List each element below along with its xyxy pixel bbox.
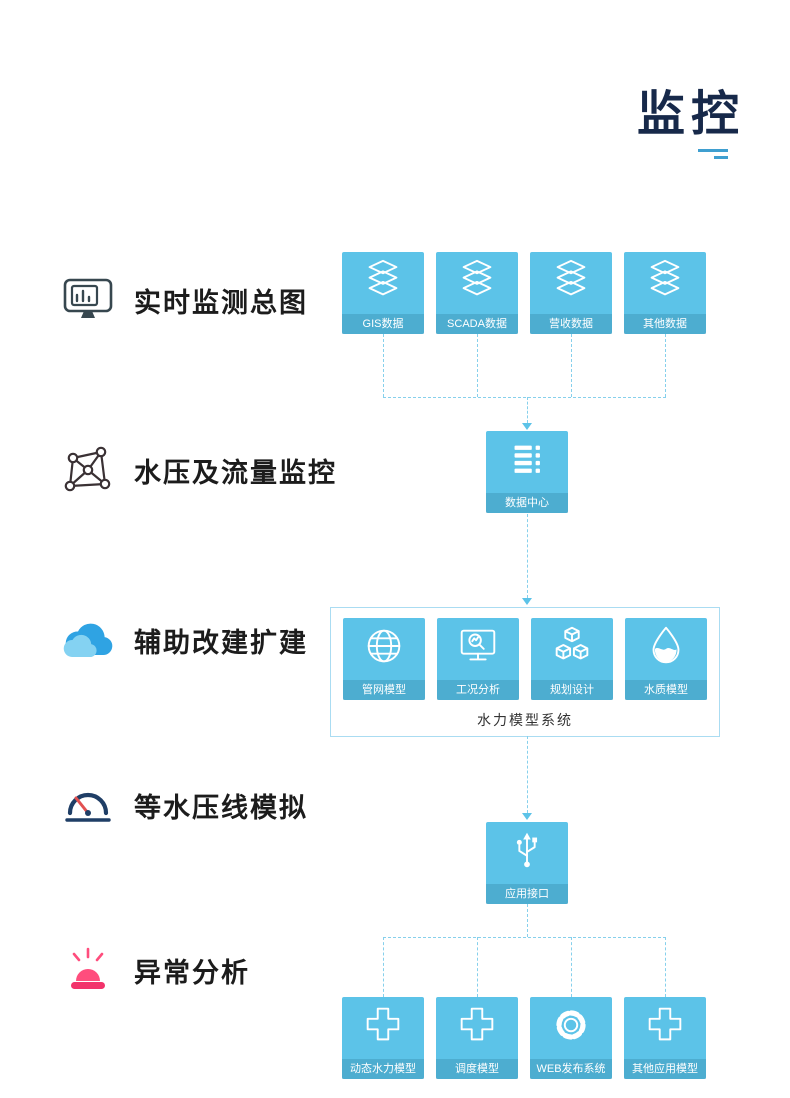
connector-line <box>477 334 478 397</box>
connector-line <box>527 514 528 598</box>
feature-reconstruction-expansion: 辅助改建扩建 <box>60 612 308 668</box>
source-node-revenue: 营收数据 <box>530 252 612 334</box>
arrow-down-icon <box>522 598 532 605</box>
network-icon <box>60 442 116 498</box>
feature-isobar-simulation: 等水压线模拟 <box>60 777 308 833</box>
feature-label: 异常分析 <box>134 957 250 988</box>
node-label: 其他应用模型 <box>624 1059 706 1079</box>
module-node-planning-design: 规划设计 <box>531 618 613 700</box>
connector-line <box>571 937 572 997</box>
module-node-water-quality: 水质模型 <box>625 618 707 700</box>
app-node-scheduling: 调度模型 <box>436 997 518 1079</box>
feature-anomaly-analysis: 异常分析 <box>60 942 250 998</box>
connector-line <box>665 937 666 997</box>
node-label: 应用接口 <box>486 884 568 904</box>
source-node-other: 其他数据 <box>624 252 706 334</box>
cloud-icon <box>60 612 116 668</box>
node-label: 营收数据 <box>530 314 612 334</box>
connector-line <box>383 334 384 397</box>
connector-line <box>527 397 528 423</box>
feature-label: 实时监测总图 <box>134 287 308 318</box>
title-underline-small <box>714 156 728 159</box>
app-node-dynamic-hydraulic: 动态水力模型 <box>342 997 424 1079</box>
module-node-pipe-network: 管网模型 <box>343 618 425 700</box>
interface-node: 应用接口 <box>486 822 568 904</box>
module-node-condition-analysis: 工况分析 <box>437 618 519 700</box>
connector-line <box>477 937 478 997</box>
connector-line <box>571 334 572 397</box>
connector-line <box>383 937 384 997</box>
feature-pressure-flow-monitoring: 水压及流量监控 <box>60 442 337 498</box>
app-node-other-application: 其他应用模型 <box>624 997 706 1079</box>
connector-line <box>383 937 666 938</box>
title-underline <box>698 149 728 152</box>
connector-line <box>527 736 528 813</box>
node-label: GIS数据 <box>342 314 424 334</box>
alarm-icon <box>60 942 116 998</box>
model-system-container: 管网模型 工况分析 规划设计 水质模型 水力模型系统 <box>330 607 720 737</box>
node-label: 动态水力模型 <box>342 1059 424 1079</box>
page-title: 监控 <box>636 88 745 141</box>
node-label: 调度模型 <box>436 1059 518 1079</box>
connector-line <box>383 397 666 398</box>
node-label: 规划设计 <box>531 680 613 700</box>
arrow-down-icon <box>522 813 532 820</box>
feature-label: 水压及流量监控 <box>134 457 337 488</box>
connector-line <box>665 334 666 397</box>
app-node-web-publishing: WEB发布系统 <box>530 997 612 1079</box>
feature-label: 辅助改建扩建 <box>134 627 308 658</box>
gauge-icon <box>60 777 116 833</box>
feature-realtime-monitoring: 实时监测总图 <box>60 272 308 328</box>
feature-label: 等水压线模拟 <box>134 792 308 823</box>
node-label: 水质模型 <box>625 680 707 700</box>
model-system-label: 水力模型系统 <box>477 712 573 728</box>
source-node-scada: SCADA数据 <box>436 252 518 334</box>
monitor-chart-icon <box>60 272 116 328</box>
node-label: 数据中心 <box>486 493 568 513</box>
node-label: 工况分析 <box>437 680 519 700</box>
node-label: WEB发布系统 <box>530 1059 612 1079</box>
source-node-gis: GIS数据 <box>342 252 424 334</box>
connector-line <box>527 904 528 937</box>
node-label: 管网模型 <box>343 680 425 700</box>
arrow-down-icon <box>522 423 532 430</box>
node-label: SCADA数据 <box>436 314 518 334</box>
data-center-node: 数据中心 <box>486 431 568 513</box>
node-label: 其他数据 <box>624 314 706 334</box>
